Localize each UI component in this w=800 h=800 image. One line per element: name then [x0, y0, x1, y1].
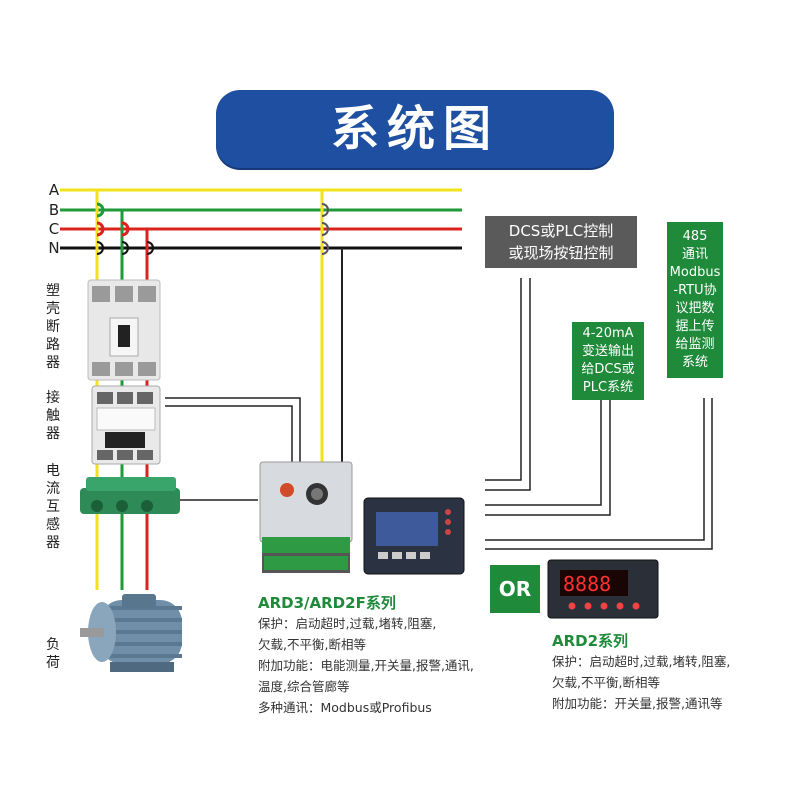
ard3-display-module: [363, 497, 465, 575]
voltage-taps: [320, 190, 343, 462]
page-title: 系统图: [330, 101, 499, 157]
ard2-description: ARD2系列 保护：启动超时,过载,堵转,阻塞, 欠载,不平衡,断相等 附加功能…: [552, 630, 792, 714]
ard3-title: ARD3/ARD2F系列: [258, 594, 396, 612]
molded-case-breaker-icon: [87, 279, 161, 381]
current-transformer-icon: [80, 477, 180, 514]
contactor-icon: [91, 385, 161, 465]
analog-wires: [485, 398, 611, 516]
ard2-protector-device: 8888: [547, 559, 659, 619]
dcs-line-1: DCS或PLC控制: [508, 222, 614, 240]
ard2-title: ARD2系列: [552, 632, 629, 650]
ard3-description: ARD3/ARD2F系列 保护：启动超时,过载,堵转,阻塞, 欠载,不平衡,断相…: [258, 592, 558, 718]
title-banner: [216, 90, 614, 168]
contactor-label: 接 触 器: [46, 390, 60, 442]
dcs-control-box: DCS或PLC控制 或现场按钮控制: [485, 216, 637, 268]
svg-text:8888: 8888: [563, 572, 611, 596]
dcs-wires: [485, 278, 531, 491]
rs485-comm-box: 485 通讯 Modbus -RTU协 议把数 据上传 给监测 系统: [667, 222, 723, 378]
contactor-wires: [165, 397, 301, 470]
rs485-wires: [485, 398, 713, 550]
phase-c-label: C: [48, 220, 60, 238]
phase-n-label: N: [48, 239, 60, 257]
load-label: 负 荷: [46, 637, 60, 671]
phase-b-label: B: [48, 201, 60, 219]
analog-output-box: 4-20mA 变送输出 给DCS或 PLC系统: [572, 322, 644, 400]
dcs-line-2: 或现场按钮控制: [508, 244, 614, 262]
ct-label: 电 流 互 感 器: [46, 463, 60, 551]
breaker-label: 塑 壳 断 路 器: [46, 283, 60, 371]
or-label: OR: [490, 565, 540, 613]
motor-icon: [80, 594, 182, 672]
ard3-protector-device: [259, 461, 353, 573]
phase-a-label: A: [48, 181, 60, 199]
